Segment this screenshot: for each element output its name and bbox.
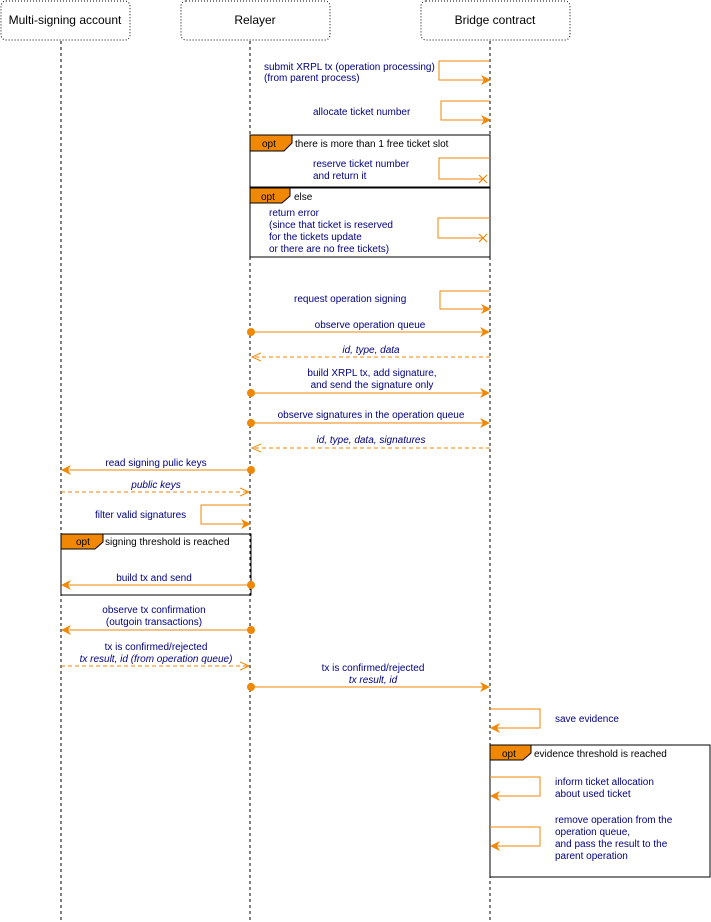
- participant-multisig-box: [0, 0, 131, 41]
- self-arrow-inform: [490, 776, 541, 801]
- frame-opt-3: [60, 533, 252, 596]
- msg-error-line1: return error: [269, 208, 320, 219]
- msg-observe-signatures: observe signatures in the operation queu…: [278, 410, 465, 421]
- msg-remove-line2: operation queue,: [555, 827, 630, 838]
- msg-build-xrpl-line1: build XRPL tx, add signature,: [307, 368, 436, 379]
- frame-opt-3-label: opt: [76, 537, 90, 548]
- frame-opt-2: [249, 187, 491, 258]
- msg-tx-result-1: tx result, id (from operation queue): [80, 654, 233, 665]
- frame-opt-4: [489, 744, 711, 878]
- msg-id-type-data: id, type, data: [342, 345, 400, 356]
- self-arrow-allocate: [440, 100, 491, 125]
- participant-multisig-label: Multi-signing account: [9, 13, 122, 27]
- frame-opt-3-tag: [60, 533, 104, 550]
- msg-allocate: allocate ticket number: [313, 107, 411, 118]
- frame-opt-1-tag: [249, 134, 293, 152]
- msg-observe-confirmation-line2: (outgoin transactions): [106, 617, 202, 628]
- msg-observe-queue: observe operation queue: [315, 320, 426, 331]
- self-arrow-reserve: [438, 157, 490, 184]
- msg-tx-result-2: tx result, id: [349, 675, 398, 686]
- msg-inform-line2: about used ticket: [555, 789, 631, 800]
- self-arrow-submit: [438, 60, 491, 85]
- msg-id-type-data-signatures: id, type, data, signatures: [317, 435, 426, 446]
- msg-error-line4: or there are no free tickets): [269, 244, 389, 255]
- msg-save-evidence: save evidence: [555, 714, 619, 725]
- msg-filter: filter valid signatures: [95, 510, 186, 521]
- self-arrow-request-signing: [439, 290, 491, 314]
- self-arrow-remove: [490, 826, 541, 851]
- frame-opt-1-condition: there is more than 1 free ticket slot: [295, 139, 449, 150]
- msg-tx-confirmed-2: tx is confirmed/rejected: [322, 663, 425, 674]
- msg-observe-confirmation-line1: observe tx confirmation: [102, 605, 205, 616]
- msg-error-line2: (since that ticket is reserved: [269, 220, 393, 231]
- participant-bridge-label: Bridge contract: [455, 13, 536, 27]
- frame-opt-4-label: opt: [502, 749, 516, 760]
- self-arrow-filter: [200, 504, 251, 529]
- msg-submit-line2: (from parent process): [264, 73, 360, 84]
- frame-opt-3-condition: signing threshold is reached: [105, 537, 230, 548]
- frame-opt-2-condition: else: [294, 192, 313, 203]
- frame-opt-4-tag: [489, 744, 532, 761]
- msg-remove-line3: and pass the result to the: [555, 839, 668, 850]
- participant-relayer-label: Relayer: [234, 13, 275, 27]
- participant-relayer-box: [180, 0, 331, 41]
- msg-error-line3: for the tickets update: [269, 232, 362, 243]
- frame-opt-4-condition: evidence threshold is reached: [534, 749, 667, 760]
- msg-request-signing: request operation signing: [294, 294, 406, 305]
- frame-opt-1-label: opt: [262, 139, 276, 150]
- frame-opt-2-tag: [249, 187, 291, 204]
- msg-public-keys: public keys: [130, 480, 180, 491]
- msg-build-tx: build tx and send: [116, 573, 192, 584]
- msg-reserve-line1: reserve ticket number: [313, 159, 410, 170]
- msg-remove-line4: parent operation: [555, 851, 628, 862]
- msg-inform-line1: inform ticket allocation: [555, 777, 654, 788]
- frame-opt-2-label: opt: [261, 192, 275, 203]
- msg-remove-line1: remove operation from the: [555, 815, 673, 826]
- participant-bridge-box: [420, 0, 571, 41]
- msg-submit-line1: submit XRPL tx (operation processing): [264, 62, 435, 73]
- msg-build-xrpl-line2: and send the signature only: [311, 380, 434, 391]
- self-arrow-error: [437, 217, 490, 243]
- msg-reserve-line2: and return it: [313, 171, 367, 182]
- msg-tx-confirmed-1: tx is confirmed/rejected: [105, 642, 208, 653]
- frame-opt-1: [249, 134, 491, 188]
- self-arrow-save-evidence: [490, 708, 541, 733]
- msg-read-keys: read signing pulic keys: [105, 458, 206, 469]
